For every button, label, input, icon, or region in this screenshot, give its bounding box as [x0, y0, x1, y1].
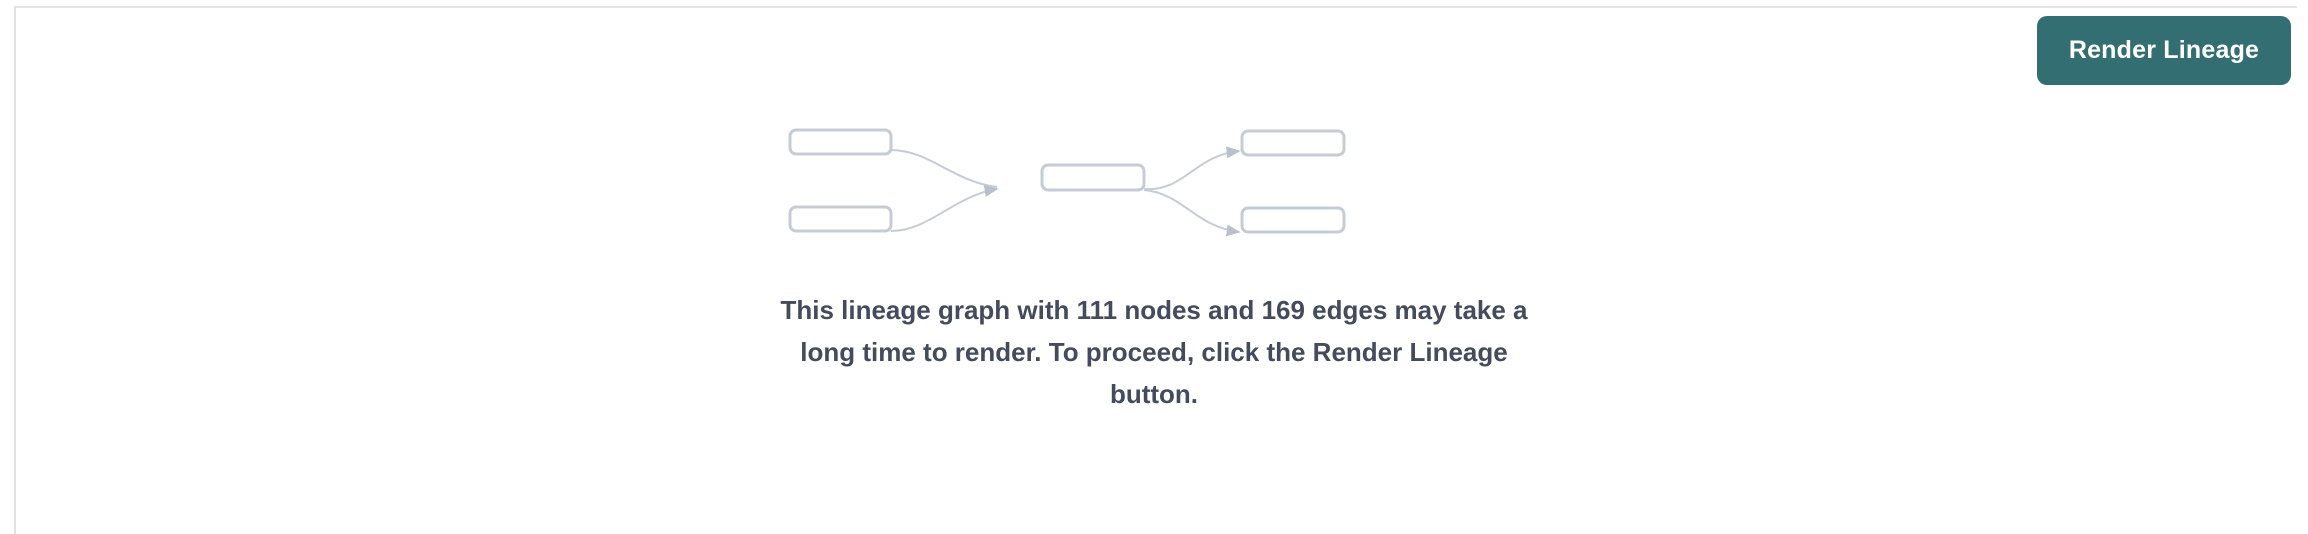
graph-node-downstream-2: [1240, 206, 1346, 234]
graph-node-downstream-1: [1240, 129, 1346, 157]
graph-node-upstream-1: [788, 128, 893, 156]
edge-upstream-1-to-focus: [890, 149, 998, 188]
graph-node-upstream-2: [788, 205, 893, 233]
lineage-empty-message: This lineage graph with 111 nodes and 16…: [780, 295, 1528, 409]
edge-focus-to-downstream-1: [1143, 146, 1241, 191]
panel-left-border: [14, 6, 16, 534]
edge-focus-to-downstream-2: [1143, 189, 1241, 237]
render-lineage-button[interactable]: Render Lineage: [2037, 16, 2291, 85]
lineage-graph-placeholder-illustration: [788, 128, 1346, 237]
edge-upstream-2-to-focus: [890, 185, 999, 232]
graph-node-focus: [1040, 163, 1146, 192]
panel-top-border: [14, 6, 2297, 8]
